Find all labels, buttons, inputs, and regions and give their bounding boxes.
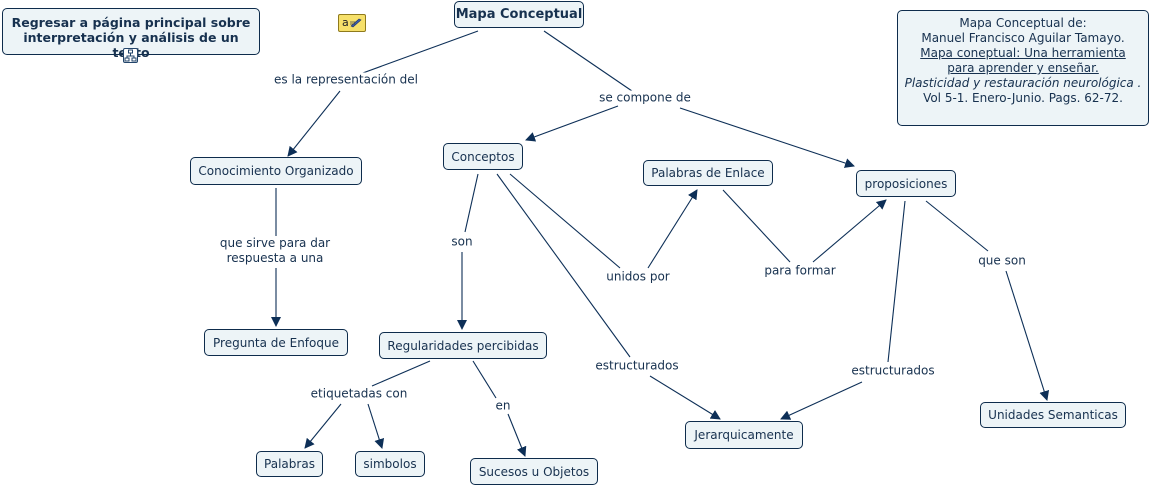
info-volume: Vol 5-1. Enero-Junio. Pags. 62-72.	[923, 91, 1123, 105]
link-se-compone-to-conceptos	[525, 105, 619, 142]
concept-conceptos[interactable]: Conceptos	[443, 143, 523, 170]
linking-phrase-que-sirve: que sirve para dar respuesta a una	[217, 236, 333, 266]
concept-mapa-conceptual[interactable]: Mapa Conceptual	[454, 1, 584, 28]
linking-phrase-es-representacion: es la representación del	[272, 72, 420, 88]
link-etiquetadas-to-palabras	[304, 403, 342, 449]
back-link-line-2: interpretación y análisis de un texto	[23, 30, 239, 60]
link-para-formar-to-proposiciones	[812, 199, 887, 263]
info-journal: Plasticidad y restauración neurológica .	[904, 76, 1142, 90]
link-mapa-to-se-compone	[543, 30, 633, 92]
linking-phrase-son: son	[449, 234, 475, 250]
link-palabras-enlace-to-para-formar	[722, 189, 791, 263]
link-etiquetadas-to-simbolos	[367, 403, 385, 449]
info-link-line-1[interactable]: Mapa coneptual: Una herramienta	[920, 46, 1126, 60]
concept-proposiciones[interactable]: proposiciones	[856, 170, 956, 197]
back-link-line-1: Regresar a página principal sobre	[11, 15, 251, 30]
link-estructurados-to-jerarquicamente-2	[780, 381, 863, 420]
linking-phrase-estructurados-1: estructurados	[593, 358, 681, 374]
info-line-1: Mapa Conceptual de:	[959, 16, 1087, 30]
info-line-2: Manuel Francisco Aguilar Tamayo.	[921, 31, 1125, 45]
concept-jerarquicamente[interactable]: Jerarquicamente	[685, 421, 803, 449]
info-link-line-2[interactable]: para aprender y enseñar.	[947, 61, 1099, 75]
concept-map-icon[interactable]	[123, 48, 138, 63]
concept-pregunta-de-enfoque[interactable]: Pregunta de Enfoque	[204, 329, 348, 356]
concept-palabras[interactable]: Palabras	[256, 451, 323, 477]
link-regularidades-to-en	[472, 360, 497, 399]
link-proposiciones-to-estructurados	[887, 200, 906, 363]
concept-unidades-semanticas[interactable]: Unidades Semanticas	[980, 402, 1126, 428]
concept-regularidades-percibidas[interactable]: Regularidades percibidas	[379, 332, 547, 359]
linking-phrase-en: en	[493, 398, 513, 414]
linking-phrase-etiquetadas-con: etiquetadas con	[308, 386, 410, 402]
concept-palabras-de-enlace[interactable]: Palabras de Enlace	[643, 160, 773, 186]
link-es-representacion-to-conocimiento	[287, 90, 341, 157]
concept-sucesos-u-objetos[interactable]: Sucesos u Objetos	[470, 458, 598, 485]
link-estructurados-to-jerarquicamente	[649, 375, 721, 420]
back-to-main-page-link[interactable]: Regresar a página principal sobre interp…	[2, 8, 260, 60]
annotation-note-icon[interactable]: a	[338, 14, 366, 32]
link-conceptos-to-son	[464, 173, 479, 233]
linking-phrase-que-sirve-line-1: que sirve para dar	[219, 236, 331, 250]
link-que-son-to-unidades	[1005, 270, 1050, 401]
link-en-to-sucesos	[507, 413, 527, 457]
reference-info-box: Mapa Conceptual de: Manuel Francisco Agu…	[897, 10, 1149, 126]
linking-phrase-para-formar: para formar	[762, 263, 838, 279]
linking-phrase-se-compone-de: se compone de	[597, 90, 693, 106]
link-conceptos-to-estructurados	[496, 173, 631, 358]
linking-phrase-estructurados-2: estructurados	[849, 363, 937, 379]
link-proposiciones-to-que-son	[925, 200, 989, 252]
link-conceptos-to-unidos-por	[509, 173, 621, 269]
linking-phrase-unidos-por: unidos por	[604, 269, 672, 285]
concept-simbolos[interactable]: simbolos	[355, 451, 425, 477]
link-se-compone-to-proposiciones	[679, 107, 855, 168]
linking-phrase-que-sirve-line-2: respuesta a una	[226, 251, 324, 265]
linking-phrase-que-son: que son	[976, 253, 1028, 269]
link-unidos-por-to-palabras-enlace	[647, 189, 698, 269]
link-mapa-to-es-representacion	[359, 30, 479, 75]
concept-conocimiento-organizado[interactable]: Conocimiento Organizado	[190, 157, 362, 185]
link-regularidades-to-etiquetadas	[371, 360, 431, 387]
